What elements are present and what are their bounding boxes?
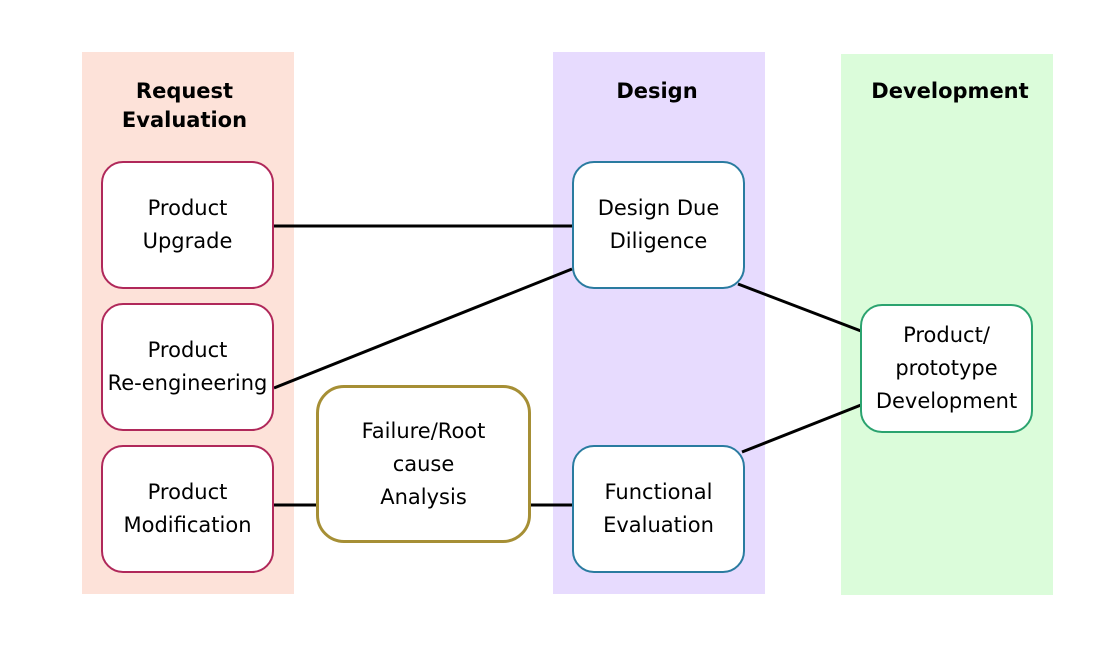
node-product-modification[interactable]: Product Modification (101, 445, 274, 573)
node-design-due-diligence[interactable]: Design Due Diligence (572, 161, 745, 289)
lane-title-design: Design (616, 79, 698, 103)
node-failure-root-cause-analysis[interactable]: Failure/Root cause Analysis (316, 385, 531, 543)
node-product-prototype-development[interactable]: Product/ prototype Development (860, 304, 1033, 433)
edge-functional-evaluation-to-prototype (741, 403, 862, 454)
node-functional-evaluation[interactable]: Functional Evaluation (572, 445, 745, 573)
node-product-reengineering[interactable]: Product Re-engineering (101, 303, 274, 431)
lane-title-development: Development (871, 79, 1029, 103)
edge-reengineering-to-due-diligence (273, 267, 573, 390)
edge-due-diligence-to-prototype (737, 282, 862, 333)
lane-title-request-evaluation: Request Evaluation (121, 79, 248, 132)
node-product-upgrade[interactable]: Product Upgrade (101, 161, 274, 289)
